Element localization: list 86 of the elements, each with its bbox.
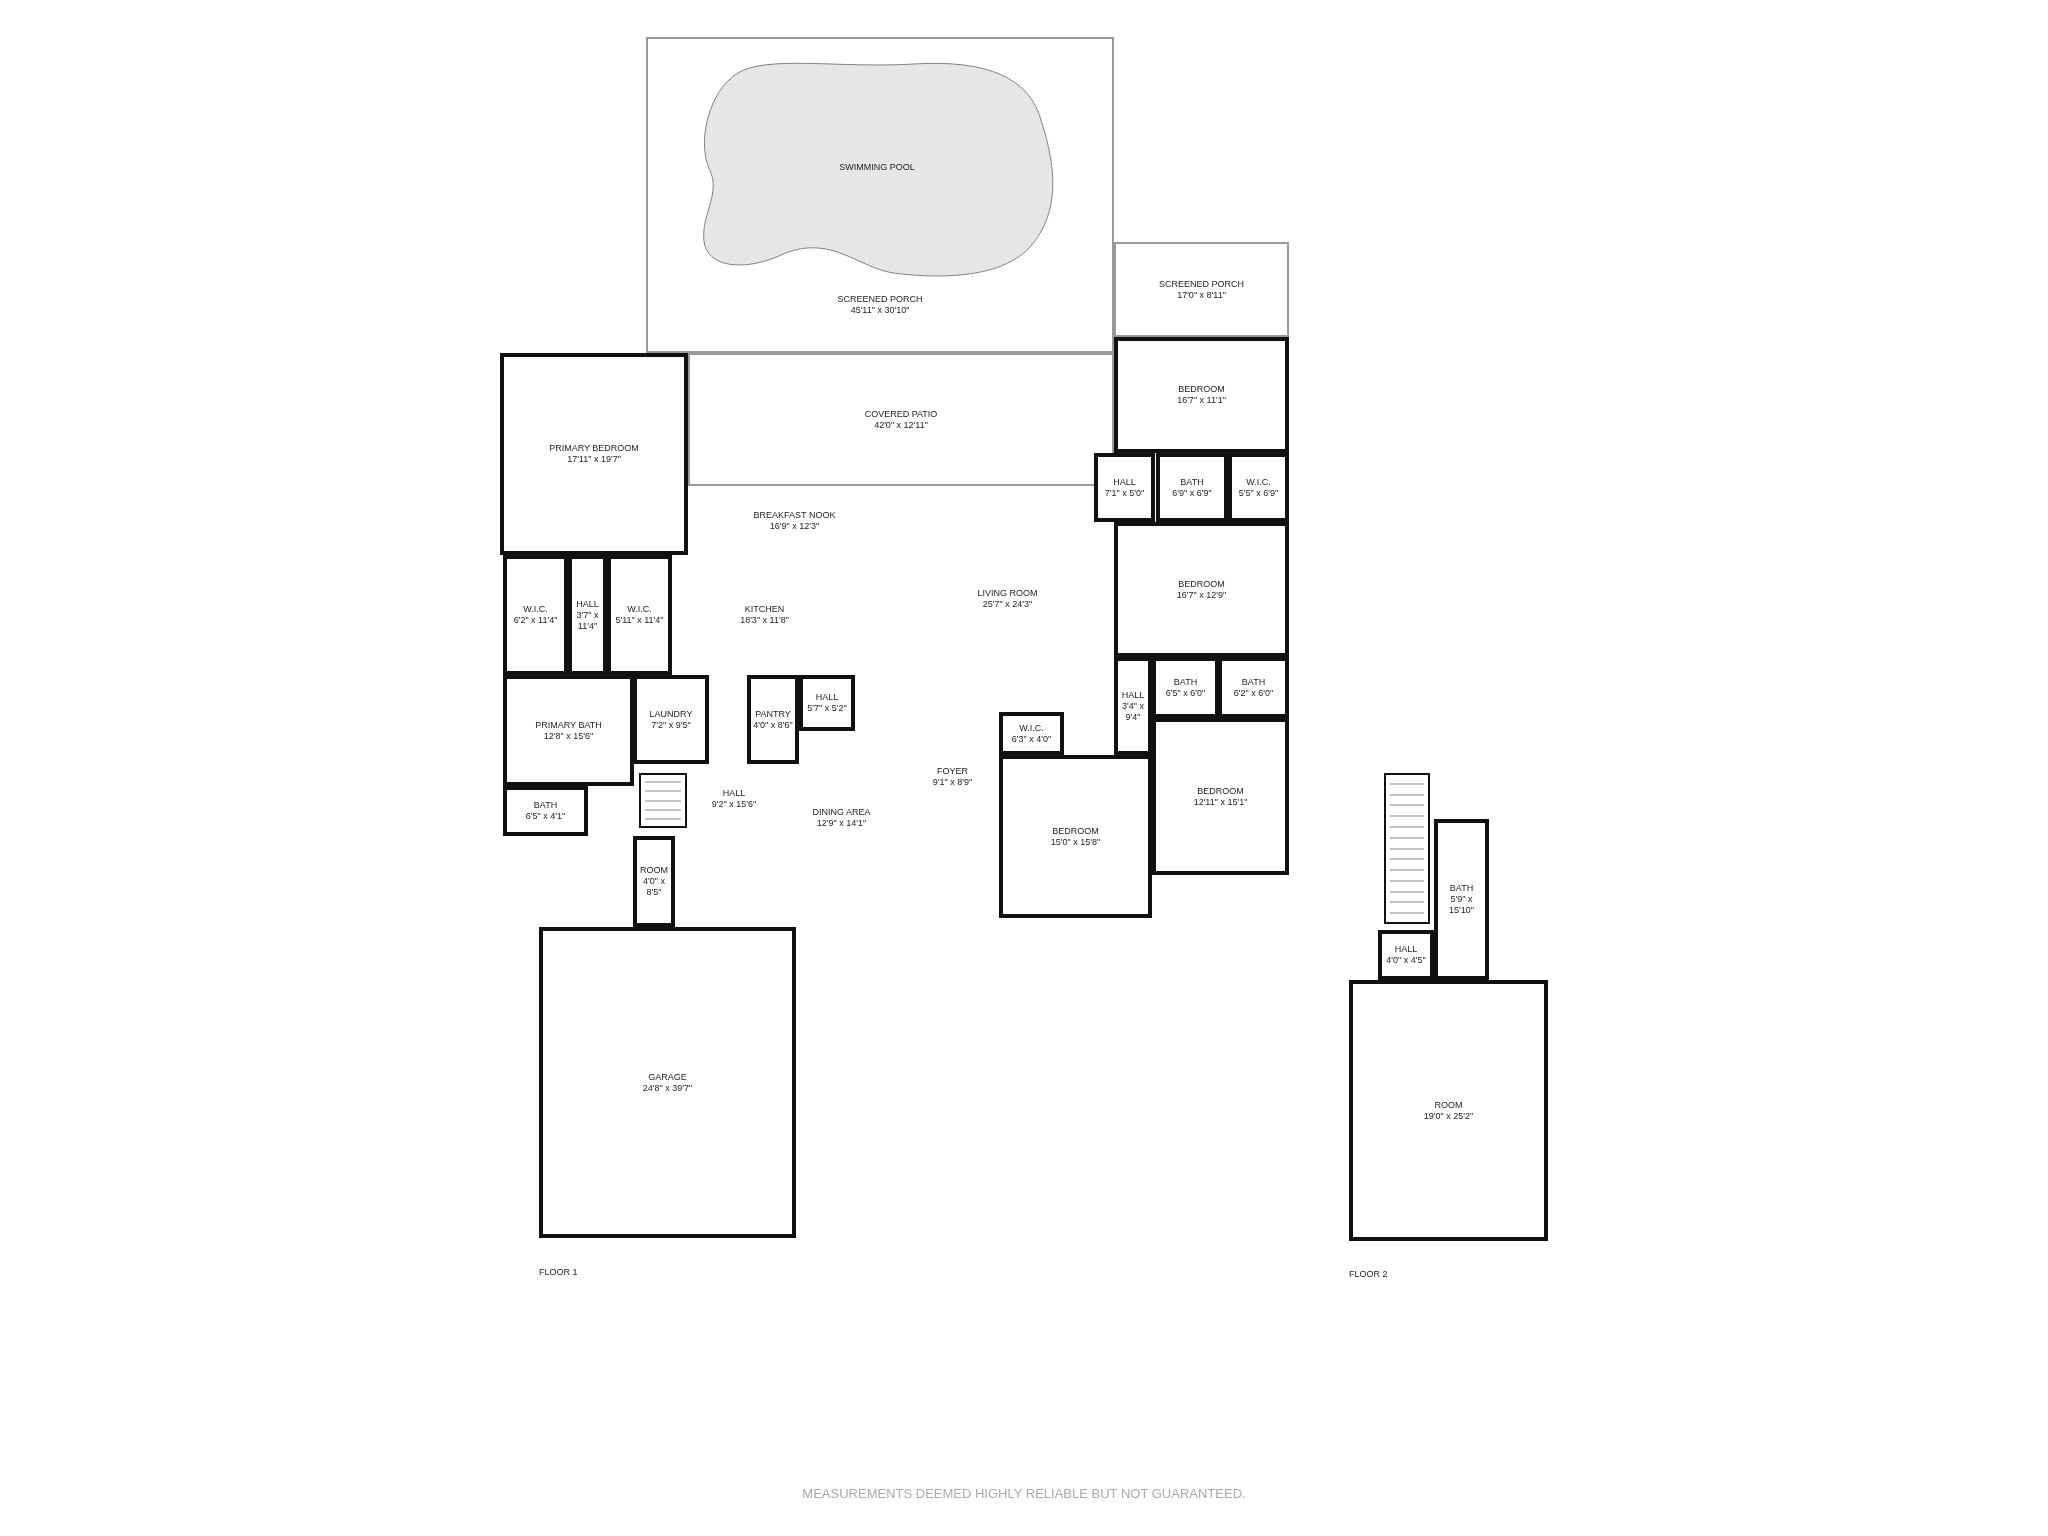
room-name: SCREENED PORCH xyxy=(837,294,923,305)
room-dimensions: 16'7" x 11'1" xyxy=(1177,395,1226,406)
room-name: W.I.C. xyxy=(523,604,548,615)
room-name: HALL xyxy=(576,598,599,610)
room-dimensions: 25'7" x 24'3" xyxy=(982,599,1033,610)
room-name: W.I.C. xyxy=(1246,476,1271,488)
room-outline xyxy=(688,353,1114,486)
room-name: GARAGE xyxy=(648,1071,687,1083)
room-dimensions: 6'2" x 11'4" xyxy=(513,615,558,626)
room-dimensions: 7'1" x 5'0" xyxy=(1104,487,1145,499)
room-dimensions: 5'11" x 11'4" xyxy=(615,615,664,626)
room-name: BATH xyxy=(1173,676,1198,688)
room-name: KITCHEN xyxy=(744,604,785,615)
room-outline xyxy=(747,675,799,764)
room-name: PANTRY xyxy=(755,708,791,720)
room-outline xyxy=(1434,819,1489,980)
room-name: BREAKFAST NOOK xyxy=(753,509,836,521)
room-outline xyxy=(1114,337,1289,453)
room-dimensions: 15'0" x 15'8" xyxy=(1050,836,1101,848)
room-name: HALL xyxy=(815,692,839,703)
room-dimensions: 16'7" x 12'9" xyxy=(1176,589,1227,601)
room-name: HALL xyxy=(1121,689,1145,701)
floor-label: FLOOR 2 xyxy=(1349,1269,1388,1279)
room-name: PRIMARY BEDROOM xyxy=(549,443,639,454)
room-outline xyxy=(539,927,796,1238)
room-dimensions: 18'3" x 11'8" xyxy=(740,615,789,626)
room-dimensions: 12'9" x 14'1" xyxy=(816,818,867,829)
room-dimensions: 5'9" x 15'10" xyxy=(1448,894,1475,916)
room-dimensions: 17'0" x 8'11" xyxy=(1177,289,1226,301)
room-dimensions: 42'0" x 12'11" xyxy=(874,419,928,431)
room-name: BEDROOM xyxy=(1052,825,1099,837)
room-name: W.I.C. xyxy=(1019,722,1044,734)
room-name: DINING AREA xyxy=(812,807,871,818)
room-outline xyxy=(999,712,1064,755)
room-name: W.I.C. xyxy=(627,604,652,615)
room-name: LAUNDRY xyxy=(649,708,693,720)
room-outline xyxy=(646,37,1114,353)
room-name: ROOM xyxy=(640,865,668,876)
room-outline xyxy=(633,675,709,764)
room-dimensions: 4'0" x 4'5" xyxy=(1386,955,1426,966)
room-name: BATH xyxy=(1180,476,1204,488)
room-dimensions: 6'9" x 6'9" xyxy=(1172,487,1212,499)
room-dimensions: 4'0" x 8'6" xyxy=(753,719,793,731)
room-dimensions: 24'8" x 39'7" xyxy=(642,1082,693,1094)
room-outline xyxy=(500,353,688,555)
room-dimensions: 12'8" x 15'6" xyxy=(543,730,594,742)
room-outline xyxy=(1114,242,1289,337)
floor-label: FLOOR 1 xyxy=(539,1267,578,1277)
room-name: SCREENED PORCH xyxy=(1159,278,1244,290)
room-outline xyxy=(799,675,855,731)
room-dimensions: 9'2" x 15'6" xyxy=(711,798,757,810)
room-name: BEDROOM xyxy=(1197,785,1244,797)
room-name: BATH xyxy=(533,800,558,811)
disclaimer-note: MEASUREMENTS DEEMED HIGHLY RELIABLE BUT NOT GUARANTEED. xyxy=(801,1486,1247,1501)
room-name: PRIMARY BATH xyxy=(535,719,602,731)
room-dimensions: 4'0" x 8'5" xyxy=(642,876,666,898)
room-dimensions: 6'3" x 4'0" xyxy=(1011,733,1052,745)
room-outline xyxy=(633,836,675,927)
room-dimensions: 5'7" x 5'2" xyxy=(807,703,847,714)
room-outline xyxy=(1349,980,1548,1241)
room-name: HALL xyxy=(722,787,746,799)
room-dimensions: 5'5" x 6'9" xyxy=(1238,487,1279,499)
room-name: FOYER xyxy=(937,765,968,777)
room-name: HALL xyxy=(1113,476,1136,488)
room-dimensions: 3'4" x 9'4" xyxy=(1121,700,1145,723)
room-dimensions: 19'0" x 25'2" xyxy=(1423,1110,1474,1122)
room-name: BEDROOM xyxy=(1178,578,1225,590)
room-dimensions: 7'2" x 9'5" xyxy=(651,719,691,731)
room-name: HALL xyxy=(1394,944,1418,955)
room-name: BEDROOM xyxy=(1178,384,1225,395)
room-dimensions: 45'11" x 30'10" xyxy=(850,305,910,316)
room-name: BATH xyxy=(1449,883,1474,894)
room-dimensions: 6'5" x 6'0" xyxy=(1165,687,1206,699)
room-dimensions: 17'11" x 19'7" xyxy=(567,454,621,465)
room-dimensions: 9'1" x 8'9" xyxy=(932,776,973,788)
room-dimensions: 16'9" x 12'3" xyxy=(769,520,820,532)
room-dimensions: 6'2" x 6'0" xyxy=(1233,687,1274,699)
room-name: COVERED PATIO xyxy=(864,408,938,420)
room-dimensions: 3'7" x 11'4" xyxy=(575,609,600,632)
room-dimensions: 12'11" x 15'1" xyxy=(1193,796,1248,808)
room-name: ROOM xyxy=(1434,1099,1463,1111)
room-dimensions: 6'5" x 4'1" xyxy=(525,811,566,822)
room-name: BATH xyxy=(1241,676,1266,688)
room-outline xyxy=(503,786,588,836)
room-name: LIVING ROOM xyxy=(977,588,1038,599)
room-name: SWIMMING POOL xyxy=(839,162,915,173)
